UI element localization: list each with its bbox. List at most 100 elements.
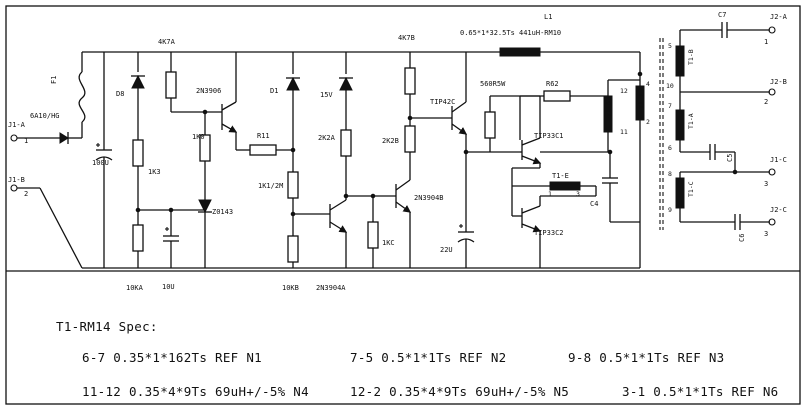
- spec-row2-col2: 12-2 0.35*4*9Ts 69uH+/-5% N5: [350, 384, 569, 399]
- svg-text:12: 12: [620, 87, 628, 95]
- svg-text:3: 3: [764, 230, 768, 238]
- svg-text:T1-A: T1-A: [687, 113, 695, 129]
- winding-t1-a: [675, 109, 685, 141]
- svg-text:L1: L1: [544, 13, 552, 21]
- svg-text:C7: C7: [718, 11, 726, 19]
- svg-text:R62: R62: [546, 80, 559, 88]
- svg-text:5: 5: [668, 42, 672, 50]
- svg-text:15V: 15V: [320, 91, 333, 99]
- svg-text:1: 1: [764, 38, 768, 46]
- winding-t1-e: [549, 181, 581, 191]
- winding-t1-b: [675, 45, 685, 77]
- resistor-560r5w: [484, 111, 496, 139]
- svg-text:10KB: 10KB: [282, 284, 299, 292]
- svg-text:10KA: 10KA: [126, 284, 144, 292]
- svg-text:4K7A: 4K7A: [158, 38, 176, 46]
- svg-text:1K0: 1K0: [192, 133, 205, 141]
- svg-text:11: 11: [620, 128, 628, 136]
- svg-text:R11: R11: [257, 132, 270, 140]
- resistor-1k3: [132, 139, 144, 167]
- zener-15v: [339, 76, 353, 91]
- svg-text:D1: D1: [270, 87, 278, 95]
- fuse-label: F1: [50, 76, 58, 84]
- svg-text:1KC: 1KC: [382, 239, 395, 247]
- resistor-4k7b: [404, 67, 416, 95]
- svg-text:2: 2: [764, 98, 768, 106]
- resistor-10ka: [132, 224, 144, 252]
- diode-d1: [286, 76, 300, 91]
- j2b-terminal: [768, 88, 776, 96]
- svg-text:0.65*1*32.5Ts 441uH-RM10: 0.65*1*32.5Ts 441uH-RM10: [460, 29, 561, 37]
- svg-text:7: 7: [668, 102, 672, 110]
- svg-text:T1-D: T1-D: [605, 101, 613, 117]
- svg-text:3: 3: [576, 190, 580, 198]
- svg-text:2K2A: 2K2A: [318, 134, 336, 142]
- svg-text:C5: C5: [726, 154, 734, 162]
- inductor-l1: [499, 47, 541, 57]
- svg-text:T1-C: T1-C: [687, 181, 695, 197]
- svg-text:560R5W: 560R5W: [480, 80, 506, 88]
- diode-d8: [131, 74, 145, 89]
- resistor-r62: [543, 90, 571, 102]
- svg-text:100U: 100U: [92, 159, 109, 167]
- svg-text:T1-E: T1-E: [552, 172, 569, 180]
- resistor-10kb: [287, 235, 299, 263]
- j1b-label: J1-B: [8, 176, 25, 184]
- svg-text:D8: D8: [116, 90, 124, 98]
- svg-text:C6: C6: [738, 234, 746, 242]
- j1c-terminal: [768, 168, 776, 176]
- svg-text:T1-B: T1-B: [687, 49, 695, 65]
- svg-text:J1-C: J1-C: [770, 156, 787, 164]
- svg-text:2N3904A: 2N3904A: [316, 284, 346, 292]
- spec-row2-col1: 11-12 0.35*4*9Ts 69uH+/-5% N4: [82, 384, 309, 399]
- svg-text:10: 10: [666, 82, 674, 90]
- svg-text:TIP33C2: TIP33C2: [534, 229, 564, 237]
- svg-text:J2-A: J2-A: [770, 13, 788, 21]
- svg-text:Z0143: Z0143: [212, 208, 233, 216]
- j1a-terminal: [10, 134, 18, 142]
- svg-text:2: 2: [24, 190, 28, 198]
- resistor-1kc: [367, 221, 379, 249]
- j2c-terminal: [768, 218, 776, 226]
- j1a-label: J1-A: [8, 121, 26, 129]
- frame-border: [5, 5, 801, 405]
- svg-text:9: 9: [668, 206, 672, 214]
- svg-text:2K2B: 2K2B: [382, 137, 399, 145]
- svg-text:C4: C4: [590, 200, 598, 208]
- input-diode: [59, 132, 69, 144]
- svg-text:1K1/2M: 1K1/2M: [258, 182, 283, 190]
- svg-text:1: 1: [24, 137, 28, 145]
- svg-text:1: 1: [548, 190, 552, 198]
- svg-text:6: 6: [668, 144, 672, 152]
- svg-text:22U: 22U: [440, 246, 453, 254]
- resistor-1k1-2m: [287, 171, 299, 199]
- spec-title: T1-RM14 Spec:: [56, 319, 158, 334]
- winding-t1-c: [675, 177, 685, 209]
- resistor-2k2a: [340, 129, 352, 157]
- spec-row1-col2: 7-5 0.5*1*1Ts REF N2: [350, 350, 507, 365]
- svg-text:T1-F: T1-F: [637, 93, 645, 109]
- svg-text:TIP42C: TIP42C: [430, 98, 455, 106]
- spec-row1-col1: 6-7 0.35*1*162Ts REF N1: [82, 350, 262, 365]
- svg-text:J2-B: J2-B: [770, 78, 787, 86]
- svg-text:3: 3: [764, 180, 768, 188]
- svg-text:4: 4: [646, 80, 650, 88]
- resistor-2k2b: [404, 125, 416, 153]
- fuse-rating-label: 6A10/HG: [30, 112, 60, 120]
- spec-row1-col3: 9-8 0.5*1*1Ts REF N3: [568, 350, 725, 365]
- svg-text:8: 8: [668, 170, 672, 178]
- svg-text:2: 2: [646, 118, 650, 126]
- svg-text:1K3: 1K3: [148, 168, 161, 176]
- svg-text:2N3904B: 2N3904B: [414, 194, 444, 202]
- zener-z0143: [198, 199, 212, 214]
- svg-text:4K7B: 4K7B: [398, 34, 415, 42]
- svg-text:2N3906: 2N3906: [196, 87, 221, 95]
- svg-text:10U: 10U: [162, 283, 175, 291]
- svg-text:TIP33C1: TIP33C1: [534, 132, 564, 140]
- svg-text:J2-C: J2-C: [770, 206, 787, 214]
- fuse-symbol: [78, 71, 86, 123]
- resistor-r11: [249, 144, 277, 156]
- resistor-4k7a: [165, 71, 177, 99]
